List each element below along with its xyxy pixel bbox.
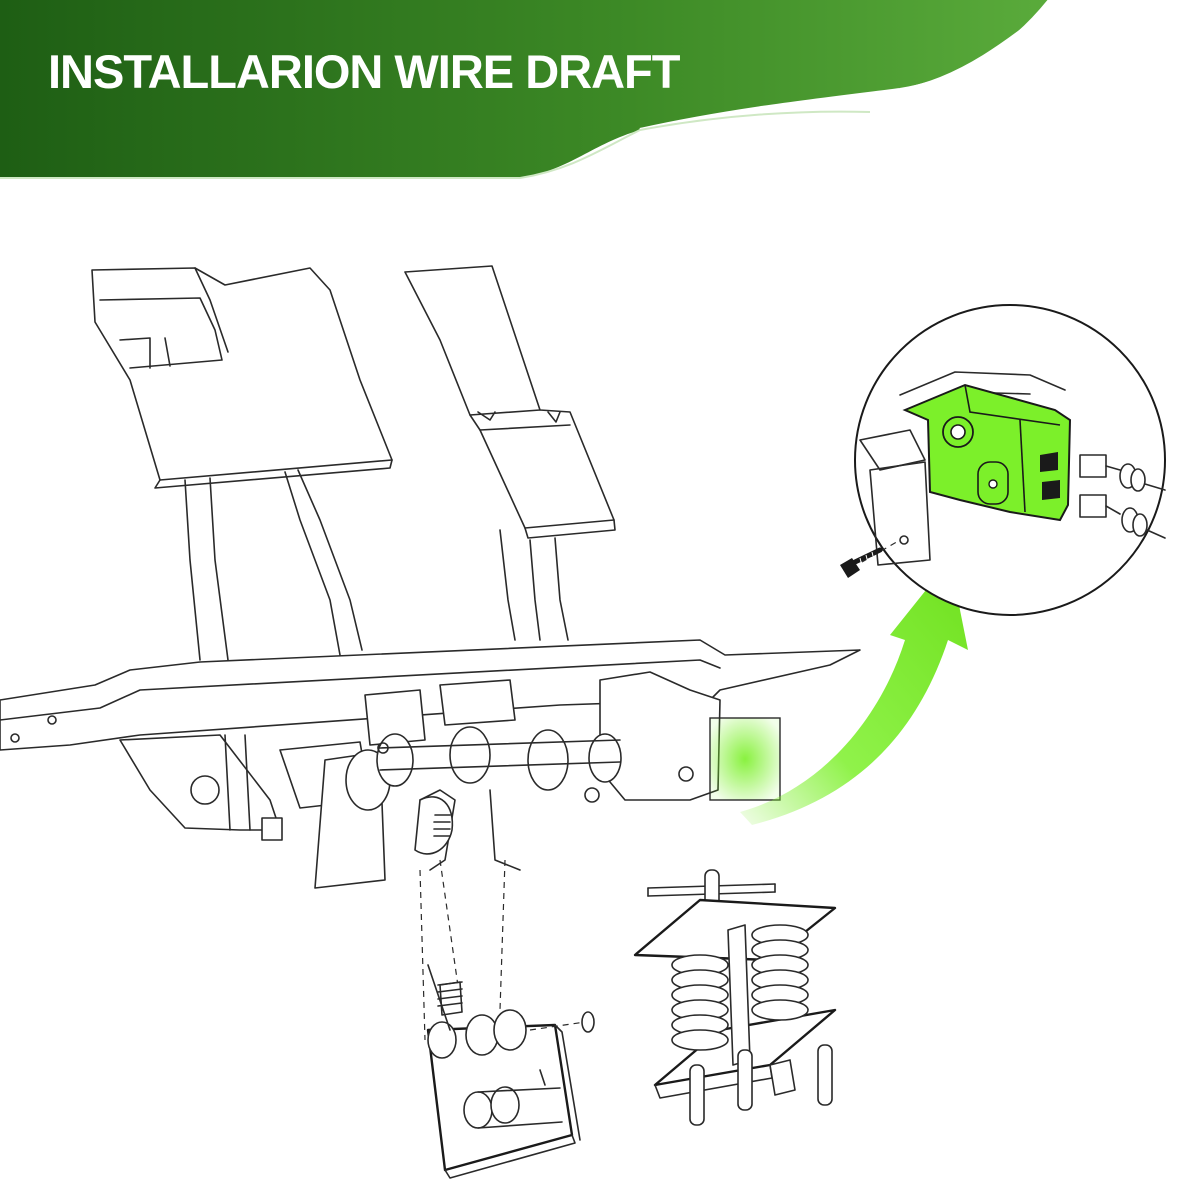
switch-location-highlight (709, 717, 781, 801)
page-title: INSTALLARION WIRE DRAFT (48, 45, 680, 98)
green-arrow-icon (740, 560, 968, 825)
coil-spring-right (751, 924, 809, 1021)
wire-connector-upper (1079, 454, 1166, 492)
wire-connector-lower (1079, 494, 1166, 539)
hinge-assembly (279, 726, 622, 889)
banner-wave (0, 0, 1061, 179)
switch-detail-callout (854, 304, 1166, 616)
header-banner: INSTALLARION WIRE DRAFT (0, 0, 1200, 200)
spring-cartridge-drawing (633, 869, 837, 1126)
coil-spring-left (671, 954, 729, 1051)
screw-icon (840, 547, 883, 578)
left-pedal (91, 267, 393, 661)
mounting-bracket (0, 639, 861, 841)
right-pedal (404, 265, 616, 641)
brake-switch-highlight (902, 383, 1072, 522)
pedal-lever-drawing (426, 964, 595, 1179)
